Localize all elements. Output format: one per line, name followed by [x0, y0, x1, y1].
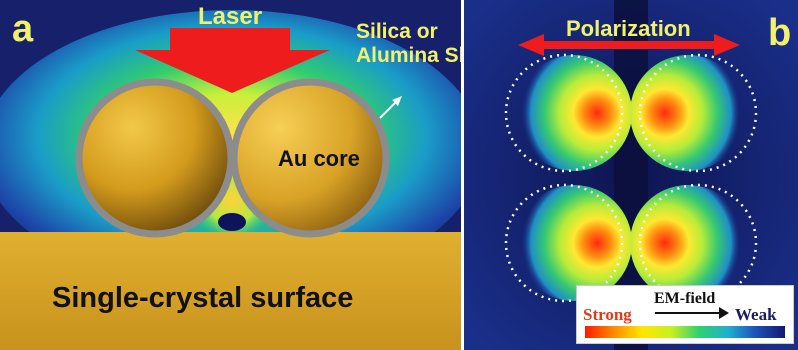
- shell-label-line2: Alumina Shell: [356, 44, 461, 67]
- panel-a-field-map: [0, 0, 461, 350]
- legend-color-bar: [585, 326, 785, 338]
- shell-outline-bottom-left: [504, 183, 624, 303]
- panel-divider: [461, 0, 464, 350]
- field-spot-top-right: [630, 55, 746, 171]
- au-core-label: Au core: [278, 146, 360, 171]
- panel-letter-b: b: [768, 12, 792, 54]
- single-crystal-surface: [0, 232, 461, 350]
- legend-weak-label: Weak: [735, 305, 777, 324]
- field-spot-bottom-right: [630, 185, 746, 301]
- surface-label: Single-crystal surface: [52, 282, 354, 314]
- panel-letter-a: a: [12, 8, 34, 50]
- field-spot-bottom-left: [516, 185, 632, 301]
- shell-label-line1: Silica or: [356, 20, 438, 43]
- shell-pointer-head: [392, 96, 402, 106]
- legend-arrow-icon: [655, 307, 729, 319]
- laser-arrow: [135, 28, 330, 93]
- legend-field-label: EM-field: [654, 290, 716, 307]
- shell-outline-top-left: [504, 53, 624, 173]
- polarization-label: Polarization: [566, 16, 691, 41]
- au-particle-right: [230, 78, 390, 238]
- legend-strong-label: Strong: [583, 305, 632, 324]
- em-field-legend: Strong EM-field Weak: [576, 285, 794, 344]
- panel-a: a Laser Silica or Alumina Shell Au core …: [0, 0, 461, 350]
- gap-node: [218, 213, 246, 231]
- polarization-arrow: [518, 34, 740, 56]
- au-particle-left: [75, 78, 235, 238]
- shell-outline-top-right: [638, 53, 758, 173]
- field-spot-top-left: [516, 55, 632, 171]
- laser-label: Laser: [198, 3, 263, 30]
- shell-outline-bottom-right: [638, 183, 758, 303]
